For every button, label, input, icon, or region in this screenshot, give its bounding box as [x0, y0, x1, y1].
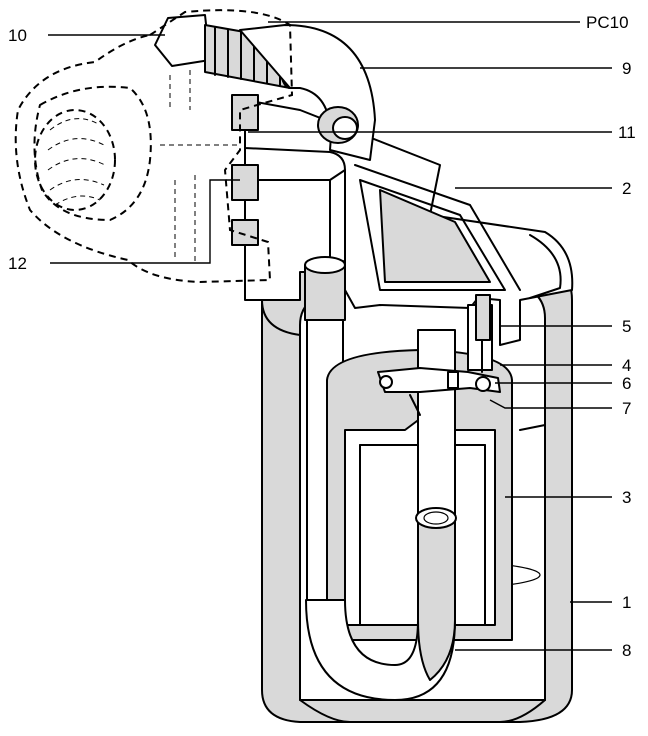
j-tube	[305, 329, 457, 701]
pipe-connector-outline	[14, 9, 294, 284]
label-1: 1	[622, 593, 631, 612]
label-5: 5	[622, 317, 631, 336]
leader-12	[50, 179, 240, 264]
label-pc10: PC10	[586, 13, 629, 32]
label-11: 11	[618, 123, 636, 142]
leader-7	[489, 399, 612, 409]
callout-labels: PC10 10 9 11 2 12 5 4 6 7 3 1 8	[8, 13, 636, 660]
leader-lines	[48, 21, 612, 651]
label-7: 7	[622, 399, 631, 418]
label-6: 6	[622, 374, 631, 393]
label-4: 4	[622, 356, 631, 375]
label-3: 3	[622, 488, 631, 507]
valve-mechanism	[377, 294, 501, 416]
label-10: 10	[8, 26, 27, 45]
label-8: 8	[622, 641, 631, 660]
label-9: 9	[622, 59, 631, 78]
cap-cover	[244, 99, 574, 346]
label-2: 2	[622, 179, 631, 198]
bracket	[239, 24, 376, 161]
label-12: 12	[8, 254, 27, 273]
